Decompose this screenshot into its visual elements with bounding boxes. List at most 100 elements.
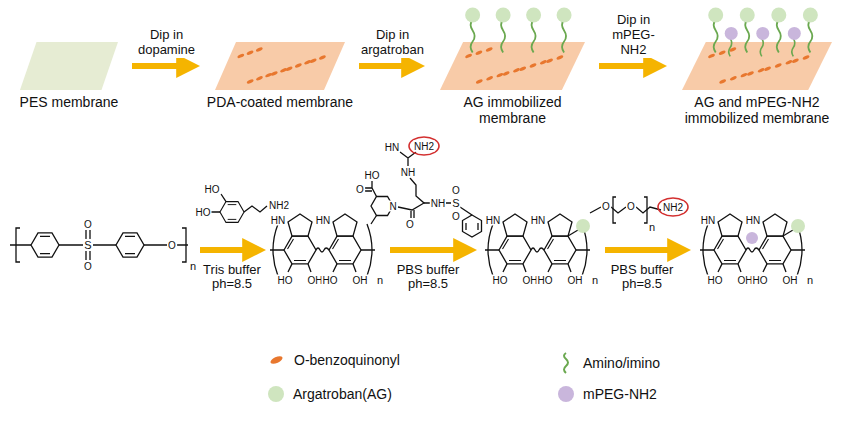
quinone-mark: [265, 72, 273, 78]
atom-label: O: [83, 261, 93, 272]
atom-label: OH: [352, 275, 369, 286]
pda-structure: [270, 214, 375, 276]
quinone-mark: [475, 50, 483, 56]
atom-label: NH: [430, 198, 446, 209]
highlight-circle: [409, 137, 439, 155]
membrane-illustration: [672, 2, 842, 92]
process-arrow: [132, 63, 181, 69]
benzene-ring: [116, 233, 144, 257]
amino-linker: [714, 20, 718, 53]
quinone-mark: [465, 53, 473, 59]
atom-label: HO: [204, 184, 221, 195]
membrane-illustration: [10, 2, 128, 92]
membrane-node: PDA-coated membrane: [205, 2, 355, 110]
atom-label: O: [355, 184, 365, 195]
quinone-mark: [475, 79, 483, 85]
atom-label: n: [591, 274, 599, 286]
legend-text: Amino/imino: [583, 355, 660, 371]
quinone-mark: [496, 72, 504, 78]
atom-label: OH: [567, 275, 584, 286]
membrane-node: AG and mPEG-NH2 immobilized membrane: [672, 2, 842, 126]
drawing-line: [390, 247, 458, 253]
argatroban-dot: [708, 8, 723, 23]
highlight-circle: [658, 198, 688, 216]
atom-label: O: [451, 185, 461, 196]
argatroban-dot: [557, 8, 572, 23]
quinone-mark: [246, 50, 254, 56]
atom-label: NH2: [413, 141, 435, 152]
condition-label: PBS buffer ph=8.5: [387, 263, 469, 292]
benzene-ring: [220, 202, 244, 223]
membrane-illustration: [205, 2, 355, 92]
atom-label: HO: [707, 275, 724, 286]
quinone-mark: [757, 67, 765, 73]
dopamine-bonds: [211, 194, 267, 212]
drawing-path: [613, 197, 647, 223]
membrane-label: PDA-coated membrane: [205, 94, 355, 110]
atom-label: O: [601, 201, 611, 212]
quinone-mark: [729, 75, 737, 81]
atom-label: HO: [277, 275, 294, 286]
legend-swatch: [269, 355, 283, 366]
amino-linker: [745, 20, 749, 53]
step-label: Dip in mPEG-NH2: [601, 13, 666, 58]
atom-label: HN: [530, 215, 546, 226]
step-label: Dip in argatroban: [361, 28, 424, 58]
atom-label: NH2: [662, 202, 684, 213]
membrane-label: PES membrane: [10, 94, 128, 110]
quinone-mark: [255, 47, 263, 53]
legend-swatch: [558, 352, 574, 374]
membrane-label: AG immobilized membrane: [430, 94, 595, 126]
drawing-path: [411, 210, 414, 218]
amino-linker: [808, 20, 812, 53]
membrane-illustration: [430, 2, 595, 92]
quinone-mark: [255, 75, 263, 81]
quinone-mark: [747, 71, 755, 77]
atom-label: HO: [322, 275, 339, 286]
quinone-mark: [304, 59, 312, 65]
drawing-line: [200, 247, 247, 253]
process-arrow: [359, 63, 406, 69]
atom-label: n: [648, 221, 656, 233]
quinone-mark: [774, 63, 782, 69]
atom-label: O: [167, 240, 177, 251]
legend-swatch: [558, 386, 574, 402]
drawing-path: [400, 152, 416, 166]
quinone-mark: [294, 63, 302, 69]
reaction-arrow: [200, 247, 672, 253]
membrane-sheet: [215, 42, 345, 90]
atom-label: n: [806, 274, 814, 286]
quinone-mark: [740, 72, 748, 78]
legend-text: O-benzoquinonyl: [294, 352, 400, 368]
quinone-mark: [318, 55, 326, 61]
condition-label: PBS buffer ph=8.5: [601, 263, 683, 292]
quinone-mark: [708, 53, 716, 59]
quinone-mark: [785, 59, 793, 65]
atom-label: HO: [195, 207, 212, 218]
membrane-sheet: [20, 42, 118, 90]
amino-linker: [501, 20, 505, 53]
mpeg-structure: [590, 197, 661, 223]
atom-label: HN: [485, 215, 501, 226]
legend-swatch: [268, 386, 284, 402]
quinone-mark: [529, 63, 537, 69]
argatroban-dot: [465, 8, 480, 23]
quinone-mark: [237, 53, 245, 59]
atom-label: N: [388, 201, 397, 212]
amino-linker: [777, 20, 781, 53]
step-label: Dip in dopamine: [134, 28, 199, 58]
quinone-mark: [718, 50, 726, 56]
legend-text: mPEG-NH2: [583, 386, 657, 402]
pes-structure: [10, 228, 188, 262]
atom-label: S: [451, 197, 460, 209]
drawing-path: [398, 178, 424, 210]
atom-label: HO: [364, 170, 381, 181]
amino-linker: [760, 38, 763, 56]
amino-linker: [564, 353, 568, 373]
atom-label: HO: [537, 275, 554, 286]
amino-linker: [729, 38, 732, 56]
membrane-node: AG immobilized membrane: [430, 2, 595, 126]
quinone-mark: [791, 58, 799, 64]
argatroban-dot: [740, 8, 755, 23]
